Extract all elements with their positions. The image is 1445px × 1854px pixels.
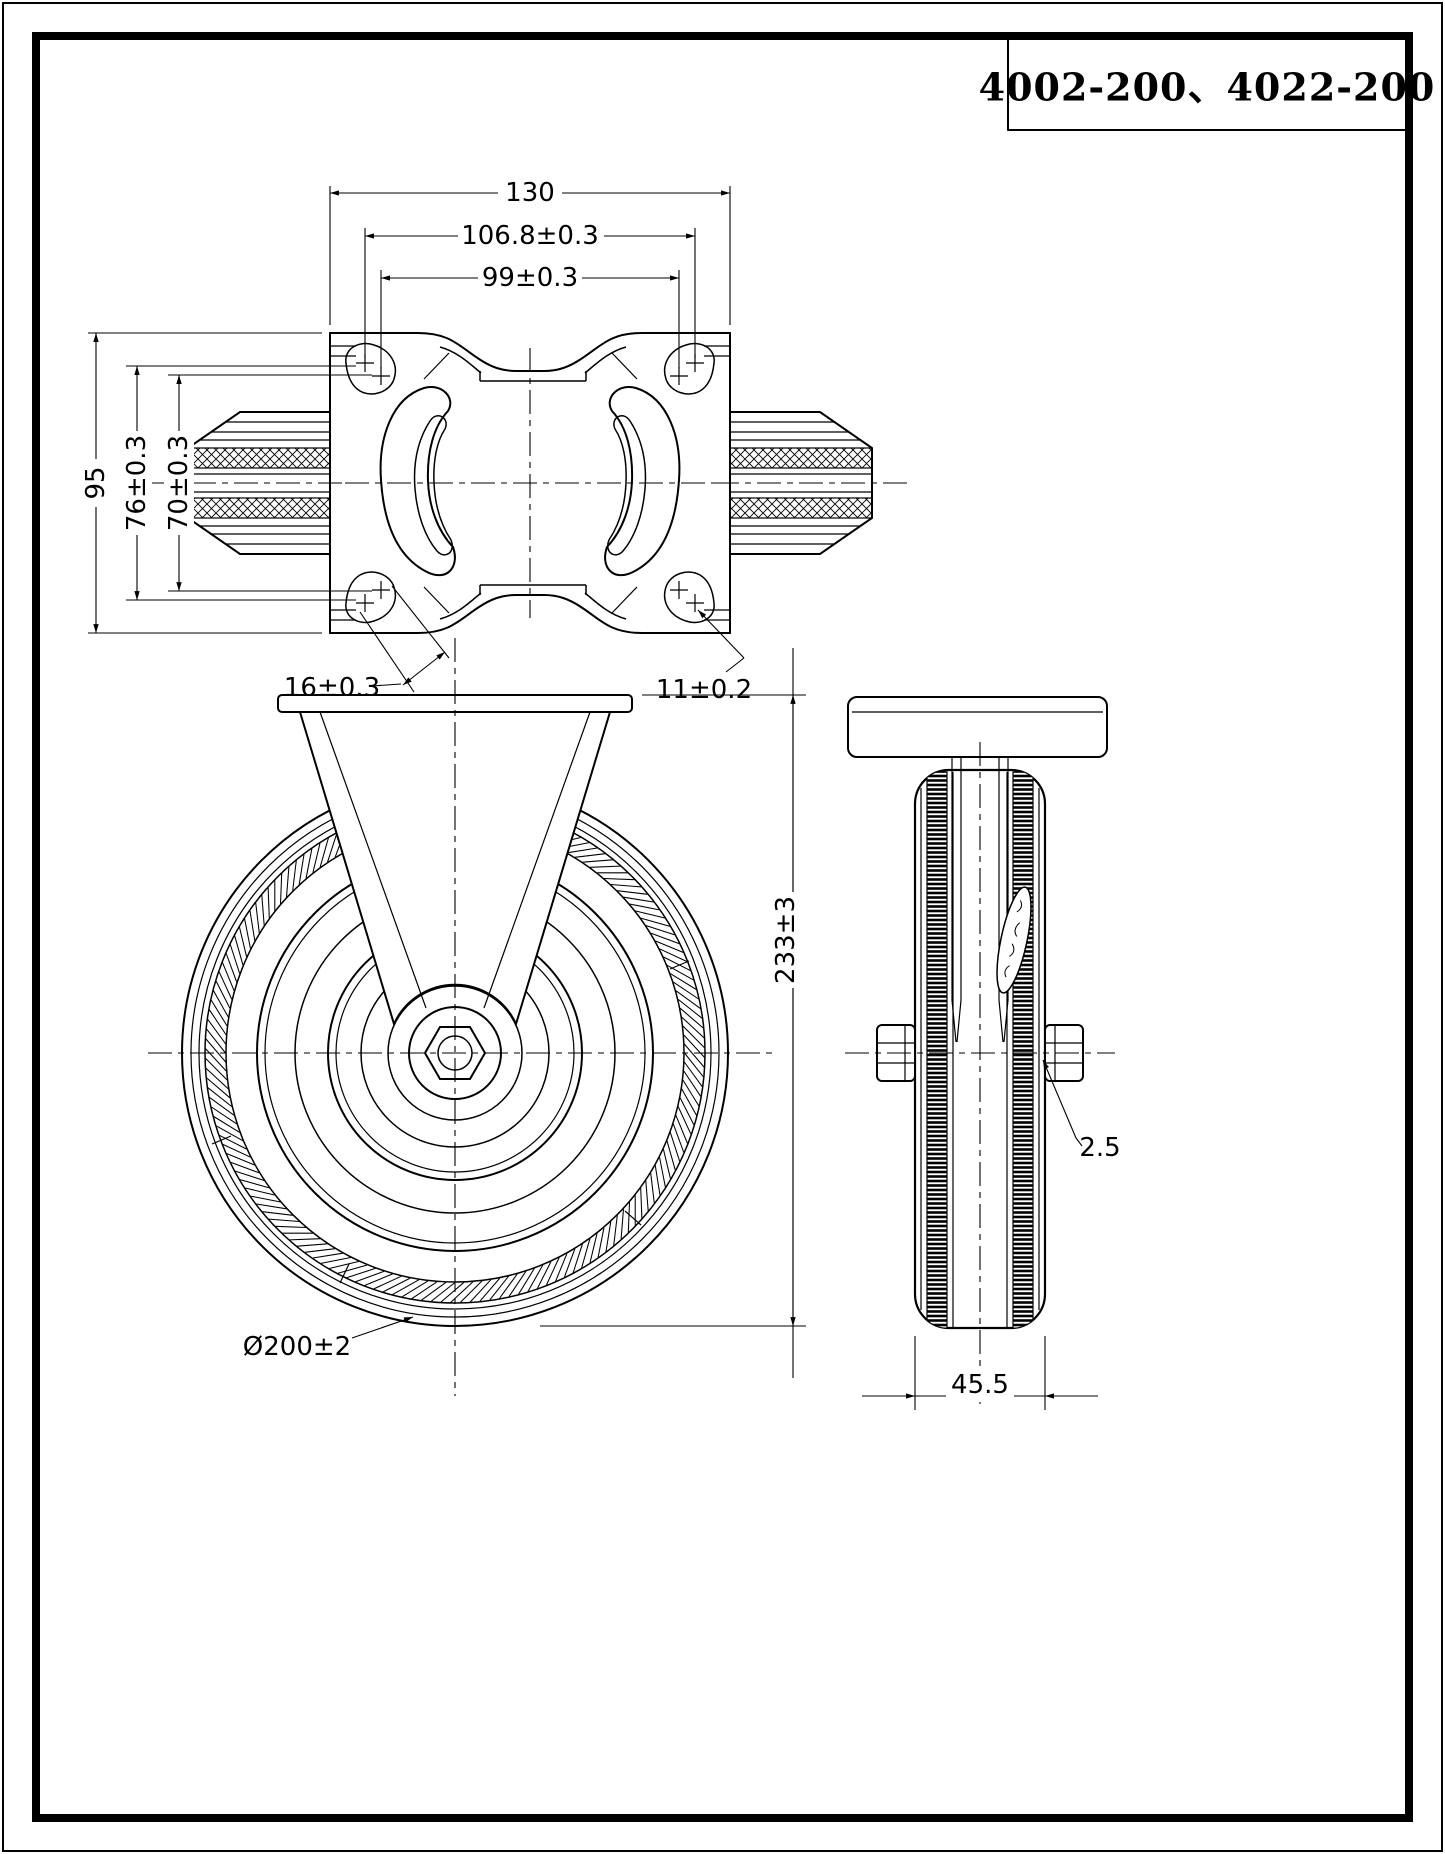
mold-stamp-badge — [996, 886, 1032, 994]
fork-inner-edges — [319, 711, 591, 1009]
label-backdrop — [81, 459, 111, 507]
side-view-dimensions: 2.5 45.5 — [862, 1059, 1121, 1410]
dim-bolt-pitch-inner: 70±0.3 — [164, 435, 194, 531]
label-backdrop — [458, 221, 604, 251]
label-backdrop — [478, 263, 582, 293]
label-backdrop — [771, 892, 801, 988]
dim-bolt-pitch-outer: 76±0.3 — [122, 435, 152, 531]
fork-leg-right-edge — [998, 757, 1009, 1043]
dim-plate-depth: 95 — [81, 466, 111, 499]
bracket-plate-side — [847, 696, 1108, 758]
dim-plate-width: 130 — [505, 178, 555, 208]
top-view-dimensions: 130 106.8±0.3 99±0.3 95 76±0.3 70±0.3 — [81, 178, 752, 705]
dim-bolt-span-outer: 106.8±0.3 — [461, 221, 599, 251]
side-view-wheel — [845, 696, 1115, 1404]
dim-slot-width: 11±0.2 — [656, 675, 752, 705]
dim-offset: 2.5 — [1079, 1133, 1120, 1163]
label-backdrop — [946, 1371, 1014, 1399]
sheet-border-inner — [32, 32, 1413, 1822]
axle-hex-nut — [423, 1026, 487, 1080]
front-view-wheel — [148, 638, 775, 1396]
dim-wheel-width: 45.5 — [951, 1370, 1009, 1400]
fork-leg-left-edge — [951, 757, 962, 1043]
model-number-label: 4002-200、4022-200 — [979, 65, 1436, 110]
top-view-plate — [150, 332, 908, 634]
dim-overall-height: 233±3 — [771, 896, 801, 984]
dim-wheel-diameter: Ø200±2 — [243, 1332, 351, 1362]
title-block: 4002-200、4022-200 — [979, 39, 1436, 131]
label-backdrop — [498, 178, 562, 208]
dim-bolt-span-inner: 99±0.3 — [482, 263, 578, 293]
front-view-dimensions: Ø200±2 233±3 — [243, 648, 806, 1378]
label-backdrop — [164, 431, 194, 535]
label-backdrop — [122, 431, 152, 535]
